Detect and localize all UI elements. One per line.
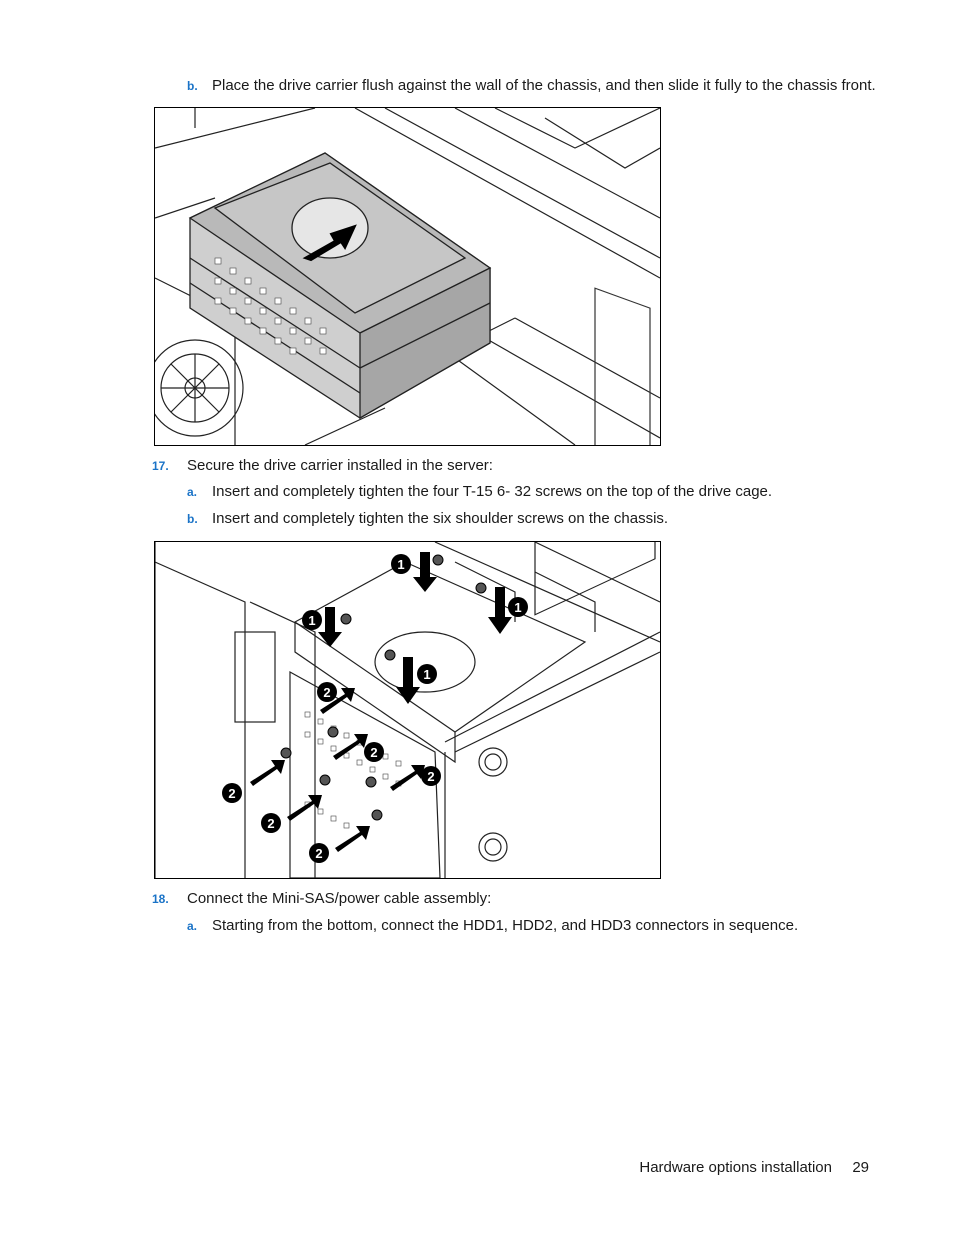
- step-marker: a.: [187, 919, 198, 933]
- callout-1: 1: [397, 557, 404, 572]
- step-text: Starting from the bottom, connect the HD…: [212, 917, 799, 934]
- step-text: Insert and completely tighten the four T…: [212, 483, 773, 500]
- callout-2-badges: 2 2 2 2 2 2: [222, 682, 441, 863]
- step-17a-top-screws: a. Insert and completely tighten the fou…: [187, 483, 772, 501]
- callout-2: 2: [427, 769, 434, 784]
- step-17b-shoulder-screws: b. Insert and completely tighten the six…: [187, 510, 668, 528]
- step-18a-connect-hdd: a. Starting from the bottom, connect the…: [187, 917, 798, 935]
- callout-2: 2: [370, 745, 377, 760]
- step-number: 17.: [152, 459, 169, 473]
- drive-carrier-slide-illustration: [154, 107, 661, 446]
- callout-1: 1: [308, 613, 315, 628]
- step-marker: a.: [187, 485, 198, 499]
- step-17-secure-carrier: 17. Secure the drive carrier installed i…: [152, 457, 493, 475]
- step-marker: b.: [187, 512, 198, 526]
- step-marker: b.: [187, 79, 198, 93]
- callout-2: 2: [228, 786, 235, 801]
- callout-1-badges: 1 1 1 1: [302, 554, 528, 684]
- callout-2: 2: [323, 685, 330, 700]
- step-text: Secure the drive carrier installed in th…: [187, 457, 493, 474]
- step-number: 18.: [152, 892, 169, 906]
- drive-cage-screws-illustration: 1 1 1 1 2 2 2 2 2 2: [154, 541, 661, 879]
- step-text: Insert and completely tighten the six sh…: [212, 510, 669, 527]
- step-text: Connect the Mini-SAS/power cable assembl…: [187, 890, 492, 907]
- callout-2: 2: [267, 816, 274, 831]
- step-text: Place the drive carrier flush against th…: [212, 77, 876, 94]
- callout-1: 1: [514, 600, 521, 615]
- step-b-place-carrier: b. Place the drive carrier flush against…: [187, 77, 876, 95]
- step-18-connect-cable: 18. Connect the Mini-SAS/power cable ass…: [152, 890, 491, 908]
- slide-direction-arrow: [302, 224, 357, 262]
- page-footer: Hardware options installation 29: [639, 1159, 869, 1176]
- page-number: 29: [852, 1159, 869, 1176]
- footer-section-title: Hardware options installation: [639, 1159, 832, 1176]
- callout-1: 1: [423, 667, 430, 682]
- callout-2: 2: [315, 846, 322, 861]
